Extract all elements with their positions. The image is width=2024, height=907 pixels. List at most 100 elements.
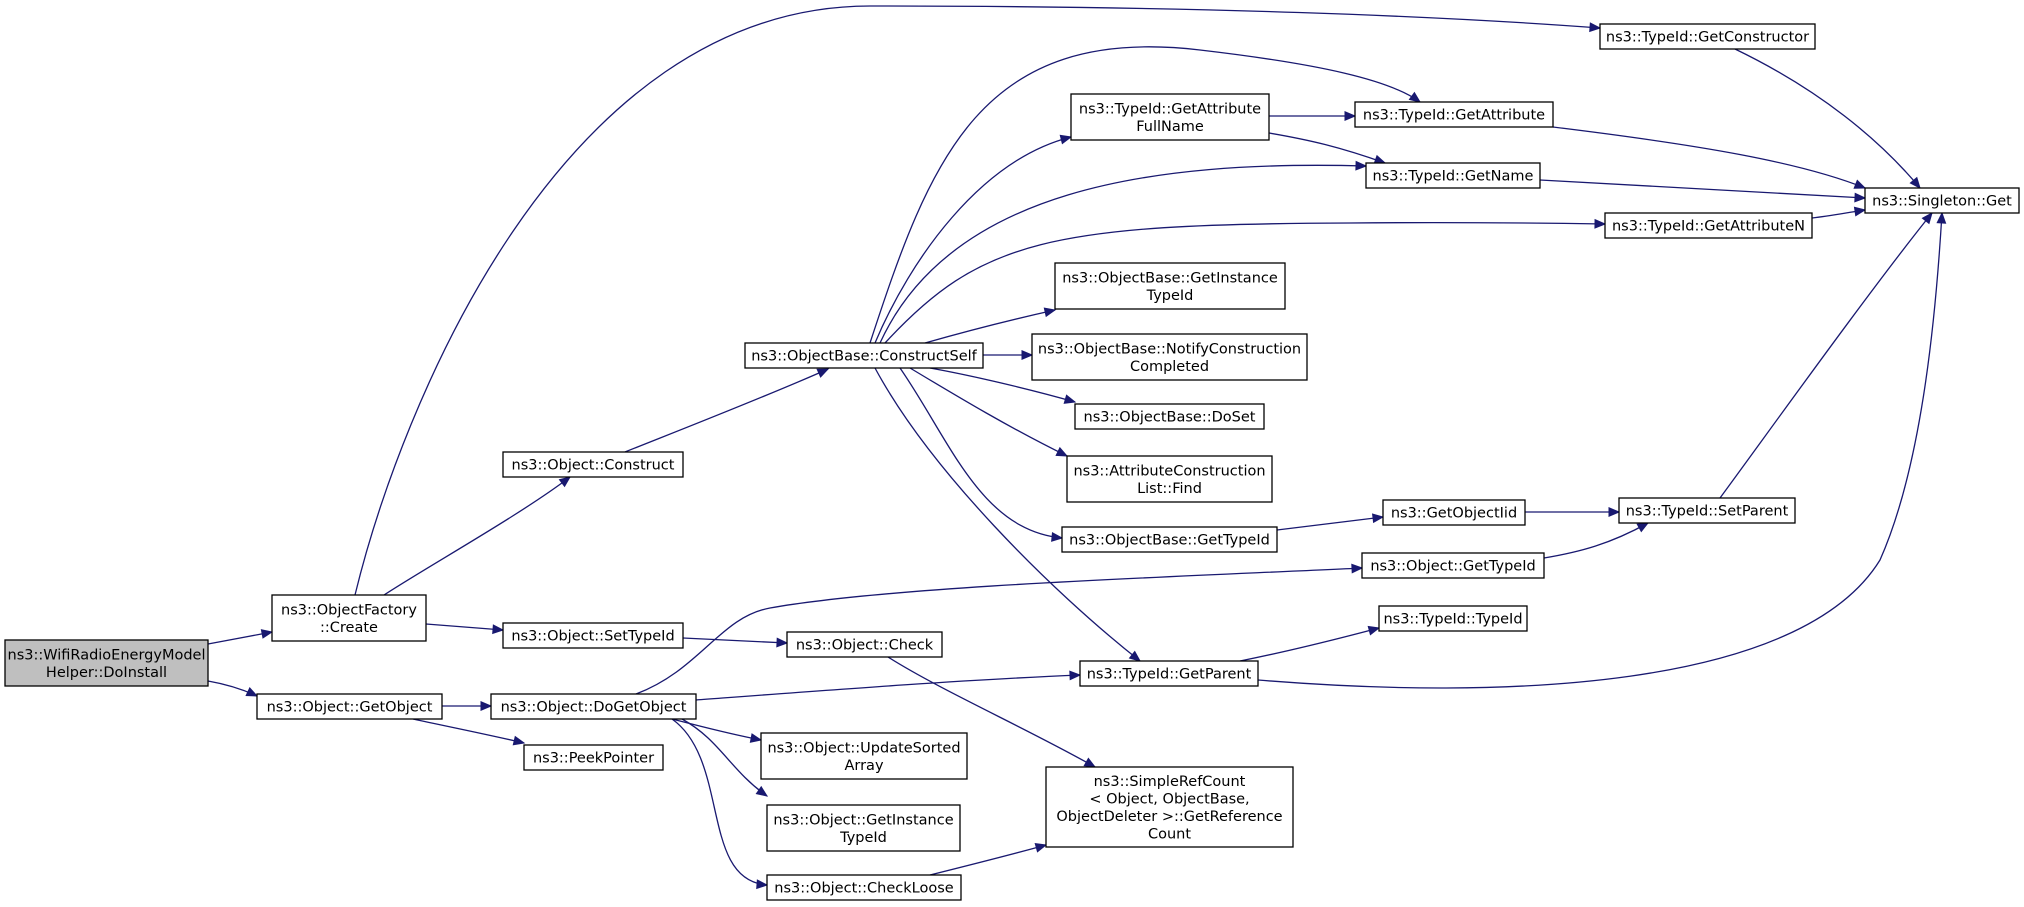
graph-node-n3[interactable]: ns3::Object::Construct — [502, 451, 684, 478]
graph-node-n21[interactable]: ns3::Object::GetTypeId — [1361, 552, 1545, 579]
graph-node-n23[interactable]: ns3::TypeId::GetParent — [1079, 660, 1259, 687]
graph-node-n20[interactable]: ns3::TypeId::SetParent — [1618, 497, 1796, 524]
node-box — [1618, 497, 1796, 524]
arrowhead-icon — [1636, 522, 1650, 533]
graph-node-n26[interactable]: ns3::Object::CheckLoose — [766, 874, 962, 901]
node-box — [523, 744, 664, 771]
edge-n0-n2 — [207, 680, 259, 697]
arrowhead-icon — [558, 476, 572, 488]
edge-line — [635, 567, 1363, 695]
edge-line — [874, 136, 1072, 344]
node-box — [1061, 526, 1278, 553]
graph-node-n18[interactable]: ns3::ObjectBase::GetTypeId — [1061, 526, 1278, 553]
edge-line — [1239, 627, 1380, 662]
edge-line — [624, 368, 829, 453]
edge-n12-n28 — [1539, 179, 1867, 203]
edge-line — [383, 476, 571, 596]
graph-node-n0[interactable]: ns3::WifiRadioEnergyModelHelper::DoInsta… — [4, 639, 209, 687]
arrowhead-icon — [1051, 532, 1064, 542]
node-label: ns3::SimpleRefCount — [1094, 774, 1246, 790]
edge-line — [924, 309, 1056, 344]
arrowhead-icon — [1408, 91, 1422, 103]
node-label: ns3::Object::GetInstance — [773, 812, 953, 828]
graph-node-n13[interactable]: ns3::TypeId::GetAttributeN — [1604, 212, 1813, 239]
edge-line — [1734, 48, 1921, 189]
edge-n1-n5 — [354, 5, 1602, 596]
node-label: ns3::WifiRadioEnergyModel — [8, 647, 206, 663]
arrowhead-icon — [1063, 394, 1077, 404]
edge-n19-n20 — [1525, 507, 1621, 517]
graph-node-n8[interactable]: ns3::ObjectBase::ConstructSelf — [744, 342, 984, 369]
graph-node-n5[interactable]: ns3::TypeId::GetConstructor — [1599, 23, 1816, 50]
edge-line — [354, 5, 1601, 596]
edge-line — [425, 623, 504, 631]
node-box — [490, 693, 697, 720]
graph-node-n7[interactable]: ns3::PeekPointer — [523, 744, 664, 771]
node-box — [1074, 403, 1265, 430]
arrowhead-icon — [1854, 192, 1867, 203]
arrowhead-icon — [1344, 111, 1357, 121]
edge-line — [682, 637, 788, 644]
node-label: List::Find — [1137, 481, 1202, 497]
graph-node-n22[interactable]: ns3::TypeId::TypeId — [1378, 605, 1528, 632]
node-box — [1604, 212, 1813, 239]
edge-n11-n28 — [1552, 126, 1867, 189]
node-label: ::Create — [320, 620, 378, 636]
graph-node-n19[interactable]: ns3::GetObjectIid — [1382, 499, 1526, 526]
edge-n0-n1 — [207, 629, 274, 645]
node-box — [1354, 101, 1554, 128]
edge-n8-n12 — [879, 160, 1368, 344]
edge-line — [929, 367, 1076, 403]
graph-node-n11[interactable]: ns3::TypeId::GetAttribute — [1354, 101, 1554, 128]
arrowhead-icon — [1921, 211, 1933, 225]
arrowhead-icon — [1083, 757, 1097, 768]
edge-n10-n12 — [1268, 132, 1387, 165]
edge-line — [874, 367, 1141, 662]
graph-node-n16[interactable]: ns3::ObjectBase::DoSet — [1074, 403, 1265, 430]
node-box — [1066, 455, 1273, 503]
graph-node-n4[interactable]: ns3::Object::SetTypeId — [502, 622, 684, 649]
edge-n8-n10 — [874, 134, 1073, 344]
edge-line — [1276, 516, 1384, 531]
node-label: ns3::Object::SetTypeId — [511, 629, 674, 645]
edge-n8-n18 — [899, 367, 1064, 542]
node-label: ns3::ObjectBase::DoSet — [1084, 410, 1256, 426]
node-box — [766, 874, 962, 901]
graph-node-n2[interactable]: ns3::Object::GetObject — [256, 693, 443, 720]
edge-line — [1719, 212, 1933, 499]
edge-line — [887, 656, 1096, 768]
graph-node-n15[interactable]: ns3::ObjectBase::NotifyConstructionCompl… — [1031, 333, 1308, 381]
graph-node-n28[interactable]: ns3::Singleton::Get — [1864, 187, 2020, 214]
edge-line — [929, 844, 1047, 876]
edge-n1-n3 — [383, 476, 572, 596]
edge-line — [1257, 212, 1943, 689]
node-box — [1365, 162, 1541, 189]
node-box — [1382, 499, 1526, 526]
arrowhead-icon — [245, 687, 259, 697]
arrowhead-icon — [512, 735, 526, 746]
graph-node-n27[interactable]: ns3::SimpleRefCount< Object, ObjectBase,… — [1045, 766, 1294, 848]
node-label: ns3::ObjectBase::NotifyConstruction — [1038, 341, 1301, 357]
arrowhead-icon — [1909, 176, 1921, 189]
node-label: < Object, ObjectBase, — [1089, 791, 1249, 807]
edge-n6-n25 — [681, 718, 769, 797]
node-box — [256, 693, 443, 720]
arrowhead-icon — [1351, 563, 1364, 574]
graph-node-n1[interactable]: ns3::ObjectFactory::Create — [271, 594, 427, 642]
graph-node-n6[interactable]: ns3::Object::DoGetObject — [490, 693, 697, 720]
graph-node-n9[interactable]: ns3::Object::Check — [786, 631, 943, 658]
edge-n8-n13 — [884, 218, 1607, 344]
arrowhead-icon — [1589, 22, 1602, 33]
edge-n23-n22 — [1239, 625, 1381, 662]
arrowhead-icon — [1043, 307, 1057, 318]
node-label: ns3::Object::Check — [796, 638, 934, 654]
node-layer: ns3::WifiRadioEnergyModelHelper::DoInsta… — [4, 23, 2020, 901]
arrowhead-icon — [1055, 446, 1069, 457]
graph-node-n12[interactable]: ns3::TypeId::GetName — [1365, 162, 1541, 189]
